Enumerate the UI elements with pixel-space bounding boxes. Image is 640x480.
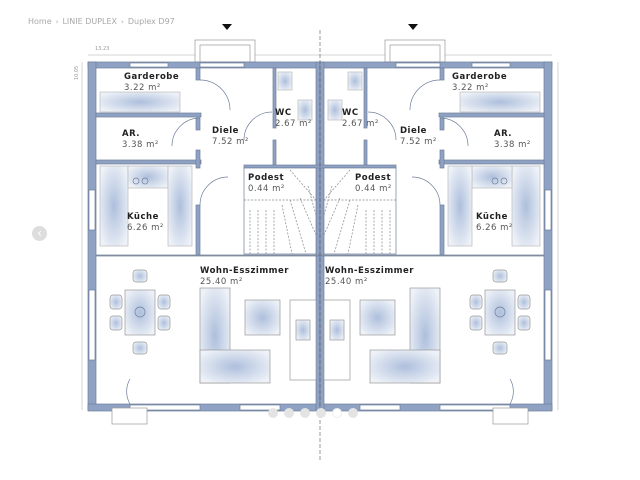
carousel-dot-5[interactable] xyxy=(332,408,342,418)
dimension-width: 13.23 xyxy=(95,46,110,52)
breadcrumb-separator: › xyxy=(55,17,59,26)
carousel-prev-chevron-left-icon[interactable]: ‹ xyxy=(32,226,47,241)
carousel-dot-3[interactable] xyxy=(300,408,310,418)
carousel-dot-1[interactable] xyxy=(268,408,278,418)
breadcrumb-linie-duplex[interactable]: LINIE DUPLEX xyxy=(62,17,118,26)
entrance-triangle-down-icon xyxy=(408,24,418,30)
carousel-dots xyxy=(268,408,358,418)
entrance-triangle-down-icon xyxy=(222,24,232,30)
breadcrumb-current: Duplex D97 xyxy=(127,17,175,26)
breadcrumb-home[interactable]: Home xyxy=(28,17,52,26)
carousel-dot-4[interactable] xyxy=(316,408,326,418)
carousel-dot-2[interactable] xyxy=(284,408,294,418)
carousel-dot-6[interactable] xyxy=(348,408,358,418)
breadcrumb-separator: › xyxy=(121,17,124,26)
room-ar-left: AR.3.38 m² xyxy=(122,129,159,150)
breadcrumb: Home › LINIE DUPLEX › Duplex D97 xyxy=(28,17,175,26)
left-unit-plan xyxy=(81,39,321,425)
right-unit-plan xyxy=(319,39,559,425)
room-ar-right: AR.3.38 m² xyxy=(494,129,531,150)
